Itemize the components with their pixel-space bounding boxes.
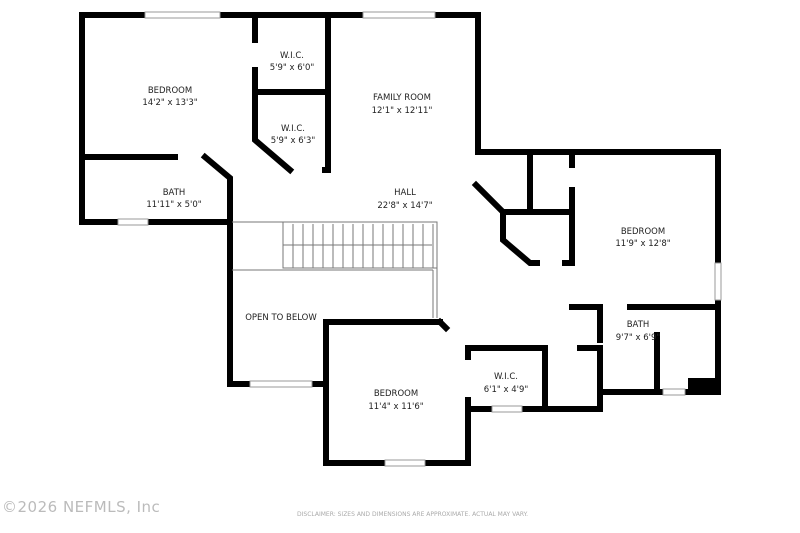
room-labels: BEDROOM 14'2" x 13'3" W.I.C. 5'9" x 6'0"… xyxy=(142,51,670,412)
room-name: BATH xyxy=(627,320,650,330)
room-size: 11'4" x 11'6" xyxy=(368,402,423,412)
room-size: 9'7" x 6'9" xyxy=(616,333,661,343)
windows xyxy=(117,11,722,467)
staircase xyxy=(232,221,438,318)
room-size: 22'8" x 14'7" xyxy=(377,201,432,211)
room-size: 5'9" x 6'3" xyxy=(271,136,316,146)
room-name: FAMILY ROOM xyxy=(373,93,431,103)
room-size: 6'1" x 4'9" xyxy=(484,385,529,395)
room-name: BEDROOM xyxy=(621,227,665,237)
room-size: 11'11" x 5'0" xyxy=(146,200,201,210)
room-size: 14'2" x 13'3" xyxy=(142,98,197,108)
room-size: 11'9" x 12'8" xyxy=(615,239,670,249)
room-size: 5'9" x 6'0" xyxy=(270,63,315,73)
room-name: BEDROOM xyxy=(148,86,192,96)
room-name: W.I.C. xyxy=(494,372,518,382)
room-name: HALL xyxy=(394,188,416,198)
room-name: BATH xyxy=(163,188,186,198)
room-name: BEDROOM xyxy=(374,389,418,399)
room-size: 12'1" x 12'11" xyxy=(372,106,433,116)
room-name: W.I.C. xyxy=(281,124,305,134)
room-name: W.I.C. xyxy=(280,51,304,61)
room-name: OPEN TO BELOW xyxy=(245,313,317,323)
disclaimer: DISCLAIMER: SIZES AND DIMENSIONS ARE APP… xyxy=(297,511,529,518)
copyright-watermark: ©2026 NEFMLS, Inc xyxy=(2,498,161,516)
